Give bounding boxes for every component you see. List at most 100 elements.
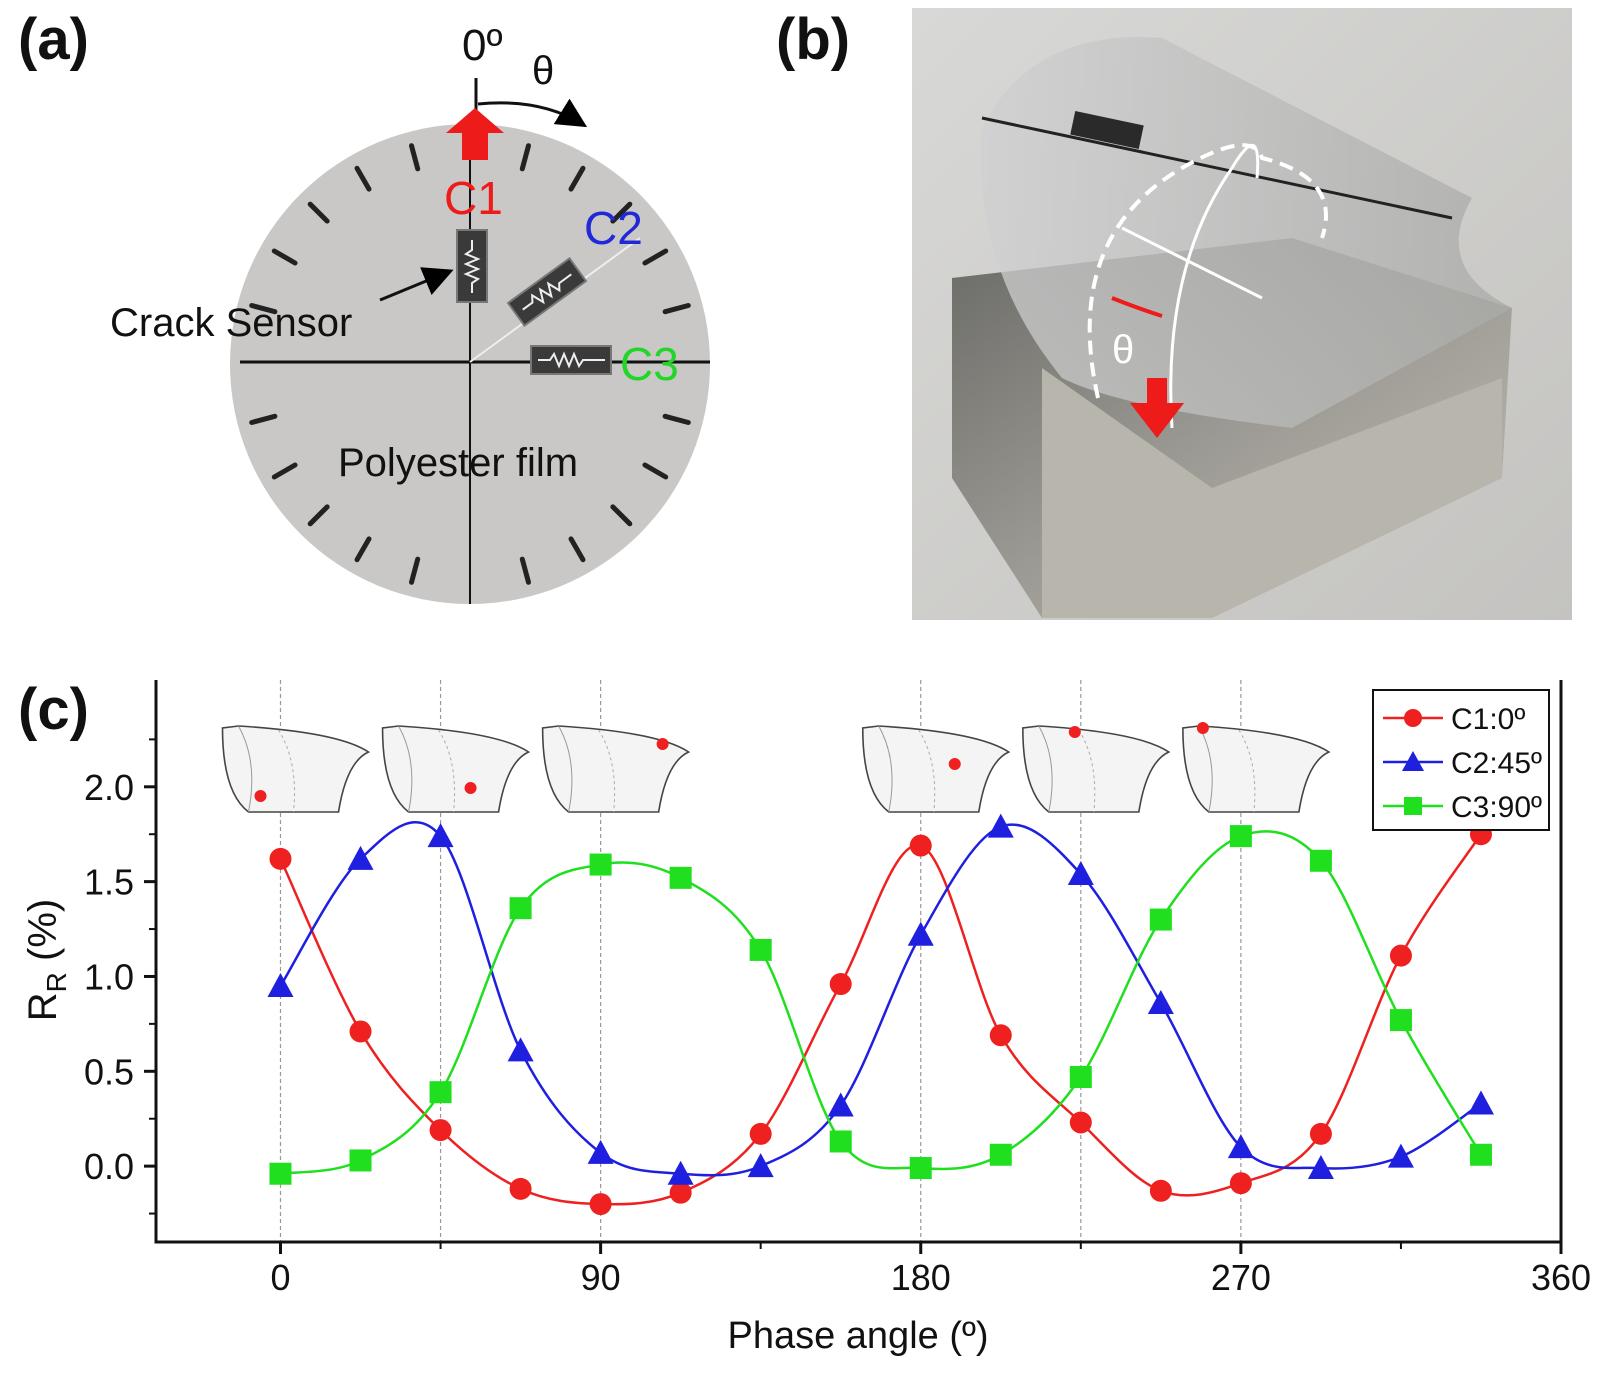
data-point — [827, 1092, 854, 1117]
film-tick — [519, 556, 531, 585]
inset-crack-marker — [656, 738, 669, 750]
data-point — [269, 1162, 292, 1185]
data-point — [1229, 1172, 1252, 1195]
c2-crack-sensor — [506, 256, 588, 328]
legend-label: C1:0º — [1451, 703, 1525, 736]
x-tick-label: 180 — [891, 1257, 951, 1298]
data-point — [267, 972, 294, 997]
series-line — [280, 830, 1483, 1175]
film-tick — [354, 536, 372, 563]
inset-thumbnail — [861, 725, 1011, 813]
data-point — [747, 1153, 774, 1178]
x-tick-label: 90 — [581, 1257, 621, 1298]
film-tick — [662, 413, 691, 425]
y-tick-label: 2.0 — [84, 767, 134, 808]
panel-b-photo: θ — [912, 8, 1572, 620]
theta-label-b: θ — [1112, 328, 1134, 372]
legend-label: C3:90º — [1451, 791, 1542, 824]
c1-direction-arrow-head — [446, 108, 504, 133]
data-point — [1389, 944, 1412, 967]
data-point — [1389, 1009, 1412, 1032]
inset-thumbnail — [541, 725, 691, 813]
panel-a-film-diagram: 0º θ C1 C2 C3 Crack Sensor Polyester fil… — [110, 21, 710, 604]
data-point — [667, 1160, 694, 1185]
data-point — [669, 1181, 692, 1204]
data-point — [1307, 1155, 1334, 1180]
inset-crack-marker — [1196, 722, 1209, 734]
data-point — [429, 1119, 452, 1142]
data-point — [269, 847, 292, 870]
data-point — [1467, 1090, 1494, 1115]
data-point — [1469, 1143, 1492, 1166]
film-tick — [568, 536, 586, 563]
y-axis-label-main: R — [21, 992, 65, 1021]
x-tick-label: 0 — [270, 1257, 290, 1298]
y-tick-label: 0.5 — [84, 1051, 134, 1092]
panel-a-label: (a) — [18, 7, 89, 72]
data-point — [1147, 990, 1174, 1015]
series-square — [269, 825, 1492, 1185]
data-point — [509, 897, 532, 920]
y-tick-label: 1.5 — [84, 862, 134, 903]
data-point — [587, 1139, 614, 1164]
panel-b-label: (b) — [776, 7, 851, 72]
data-point — [1229, 825, 1252, 848]
film-tick — [354, 165, 372, 192]
data-point — [427, 823, 454, 848]
x-axis-label: Phase angle (º) — [727, 1315, 988, 1357]
data-point — [749, 938, 772, 961]
data-point — [1069, 1111, 1092, 1134]
data-point — [1404, 709, 1422, 727]
c3-label: C3 — [620, 338, 679, 390]
inset-crack-marker — [464, 782, 477, 794]
data-point — [589, 853, 612, 876]
film-tick — [249, 413, 278, 425]
y-axis-label: RR (%) — [21, 899, 72, 1021]
data-point — [829, 973, 852, 996]
data-point — [907, 921, 934, 946]
y-tick-label: 1.0 — [84, 956, 134, 997]
x-tick-label: 270 — [1211, 1257, 1271, 1298]
y-tick-label: 0.0 — [84, 1146, 134, 1187]
theta-rotation-arrow — [477, 98, 588, 128]
axis-ticks: 0 90 180 270 360 0.0 0.5 1.0 1.5 2.0 — [84, 738, 1591, 1298]
data-point — [1067, 861, 1094, 886]
data-series — [267, 813, 1494, 1216]
y-axis-label-unit: (%) — [21, 899, 65, 972]
y-axis-label-subscript: R — [41, 972, 72, 992]
film-tick — [307, 504, 330, 527]
data-point — [1404, 797, 1422, 815]
crack-sensor-pointer-arrow — [379, 267, 454, 302]
series-line — [279, 821, 1482, 1177]
legend-label: C2:45º — [1451, 747, 1542, 780]
inset-crack-marker — [948, 758, 961, 770]
data-point — [989, 1024, 1012, 1047]
series-circle — [269, 823, 1492, 1216]
data-point — [1149, 908, 1172, 931]
film-tick-marks — [249, 143, 691, 585]
film-tick — [409, 556, 421, 585]
data-point — [1402, 751, 1424, 771]
data-point — [1309, 1122, 1332, 1145]
data-point — [829, 1130, 852, 1153]
theta-label-a: θ — [532, 49, 554, 93]
film-tick — [610, 504, 633, 527]
inset-thumbnail — [1182, 722, 1331, 813]
inset-crack-marker — [254, 790, 267, 802]
film-tick — [271, 462, 298, 480]
film-tick — [249, 303, 278, 315]
x-tick-label: 360 — [1531, 1257, 1591, 1298]
inset-thumbnail — [381, 725, 531, 813]
polyester-film-label: Polyester film — [338, 441, 578, 485]
data-point — [989, 1143, 1012, 1166]
data-point — [1149, 1179, 1172, 1202]
phase-angle-chart: 0 90 180 270 360 0.0 0.5 1.0 1.5 2.0 Phase angle … — [21, 680, 1591, 1357]
film-tick — [519, 143, 531, 172]
c2-label: C2 — [584, 202, 643, 254]
series-line — [279, 833, 1483, 1206]
film-tick — [307, 201, 330, 224]
data-point — [987, 813, 1014, 838]
film-tick — [568, 165, 586, 192]
inset-thumbnails — [221, 722, 1331, 813]
